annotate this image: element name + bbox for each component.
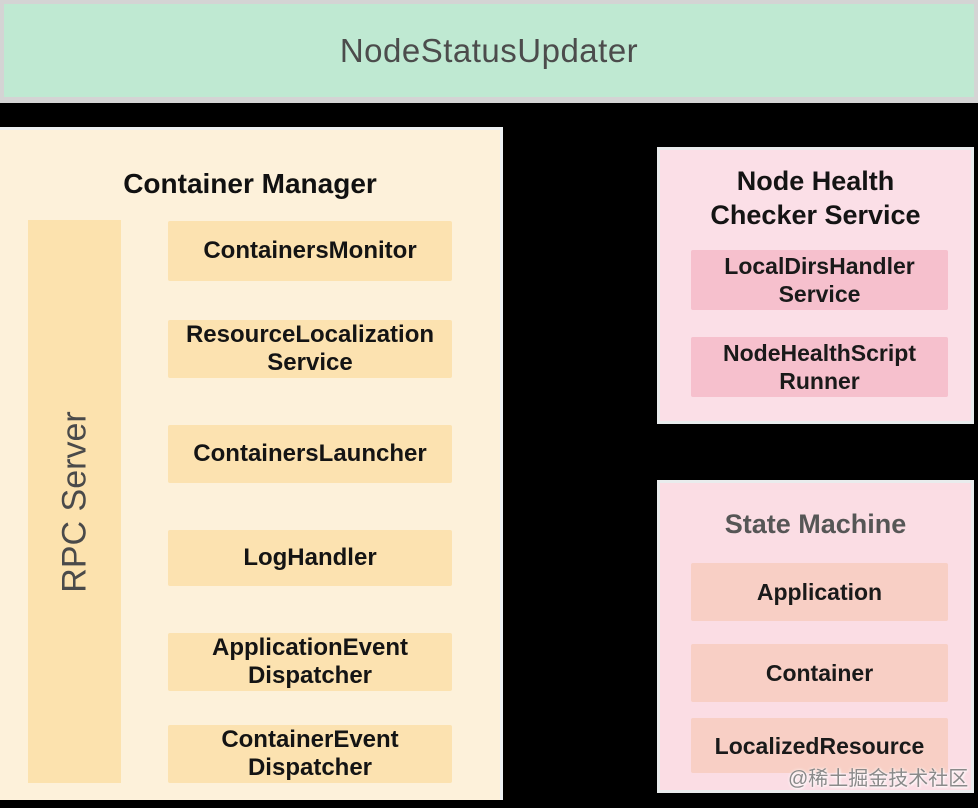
node-status-updater-banner: NodeStatusUpdater (0, 0, 978, 103)
container-event-dispatcher-box: ContainerEvent Dispatcher (168, 725, 452, 783)
application-box: Application (691, 563, 948, 621)
node-health-checker-title: Node Health Checker Service (710, 166, 921, 230)
application-event-dispatcher-box: ApplicationEvent Dispatcher (168, 633, 452, 691)
localized-resource-box: LocalizedResource (691, 718, 948, 773)
containers-monitor-box: ContainersMonitor (168, 221, 452, 281)
node-status-updater-label: NodeStatusUpdater (339, 31, 639, 69)
rpc-server-bar: RPC Server (28, 220, 121, 783)
juejin-watermark: @稀土掘金技术社区 (788, 768, 969, 790)
node-health-checker-panel: Node Health Checker Service LocalDirsHan… (657, 147, 974, 424)
state-machine-title: State Machine (724, 509, 907, 539)
rpc-server-label: RPC Server (55, 410, 93, 593)
container-manager-panel: Container Manager RPC Server ContainersM… (0, 127, 503, 800)
node-health-script-runner-box: NodeHealthScript Runner (691, 337, 948, 397)
state-machine-panel: State Machine Application Container Loca… (657, 480, 974, 793)
resource-localization-service-box: ResourceLocalization Service (168, 320, 452, 378)
log-handler-box: LogHandler (168, 530, 452, 586)
containers-launcher-box: ContainersLauncher (168, 425, 452, 483)
container-manager-title: Container Manager (123, 168, 377, 199)
container-box: Container (691, 644, 948, 702)
local-dirs-handler-service-box: LocalDirsHandler Service (691, 250, 948, 310)
